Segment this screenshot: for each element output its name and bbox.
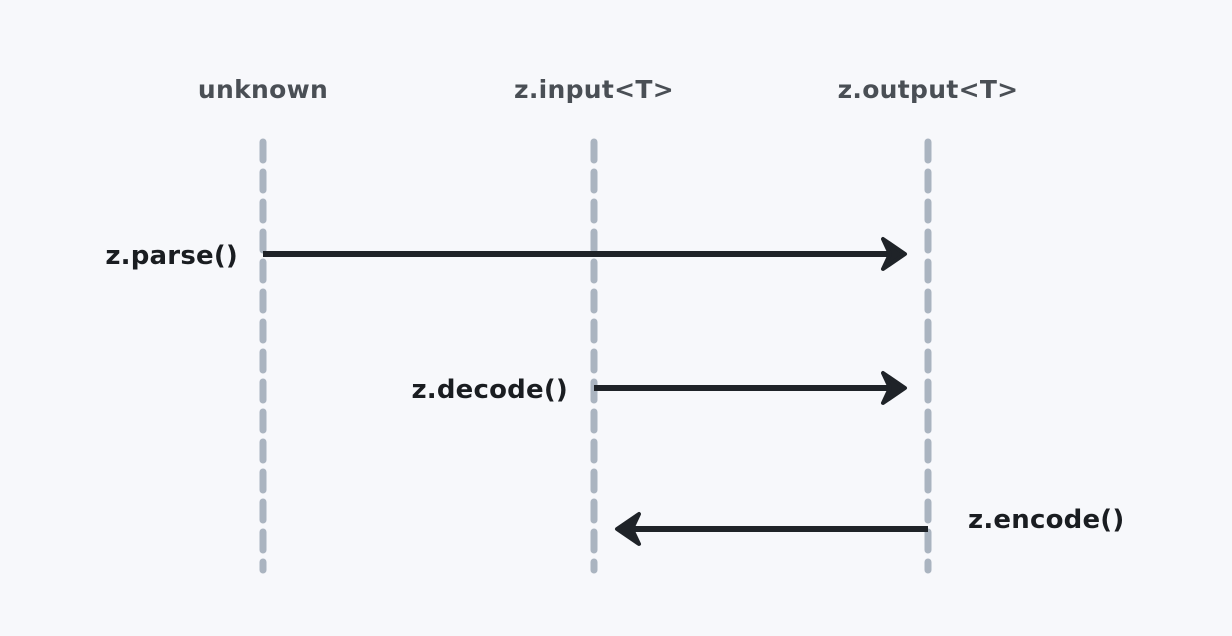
arrow-head [881, 237, 907, 271]
message-arrow-decode [594, 371, 907, 405]
participant-label-z-input: z.input<T> [513, 75, 675, 104]
message-label-decode: z.decode() [411, 375, 568, 405]
arrow-head [881, 371, 907, 405]
message-label-parse: z.parse() [105, 241, 238, 271]
message-arrows-group [263, 237, 928, 546]
message-arrow-parse [263, 237, 907, 271]
participant-label-unknown: unknown [197, 75, 329, 104]
arrow-head [615, 512, 641, 546]
participant-label-z-output: z.output<T> [837, 75, 1019, 104]
lifelines-group [259, 138, 932, 574]
message-arrow-encode [615, 512, 928, 546]
message-label-encode: z.encode() [968, 505, 1125, 535]
